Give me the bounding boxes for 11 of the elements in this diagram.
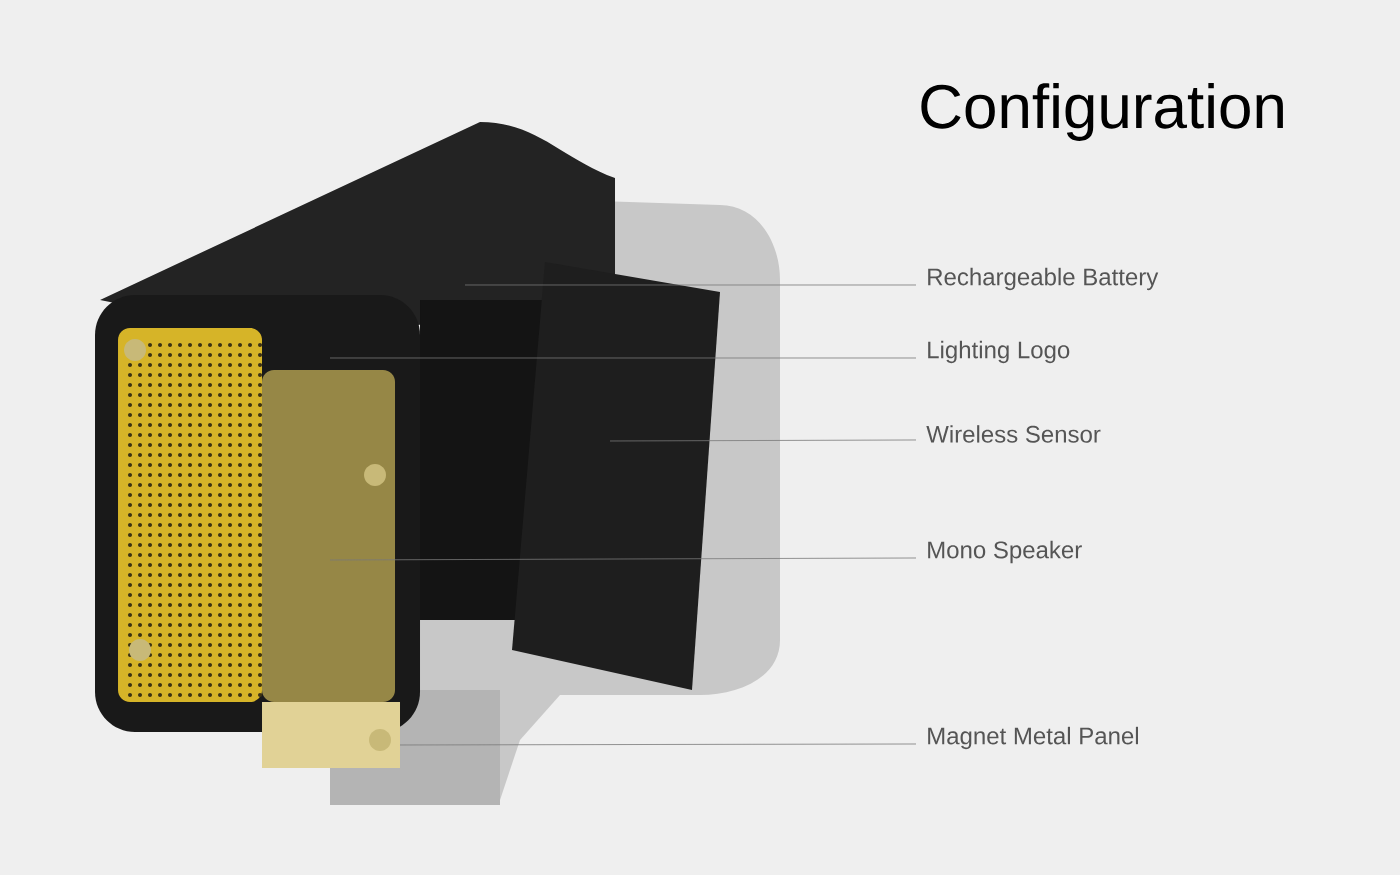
title: Configuration — [921, 83, 1283, 141]
part-label: Rechargeable Battery — [928, 267, 1159, 291]
part-label: Wireless Sensor — [926, 425, 1101, 443]
leader-line — [464, 284, 917, 286]
leader-line — [329, 557, 917, 561]
leader-line — [399, 743, 917, 746]
part-label: Mono Speaker — [928, 540, 1082, 564]
leader-line — [609, 439, 917, 442]
leader-line — [329, 357, 917, 359]
part-label: Magnet Metal Panel — [928, 726, 1138, 750]
part-label: Lighting Logo — [928, 340, 1070, 364]
